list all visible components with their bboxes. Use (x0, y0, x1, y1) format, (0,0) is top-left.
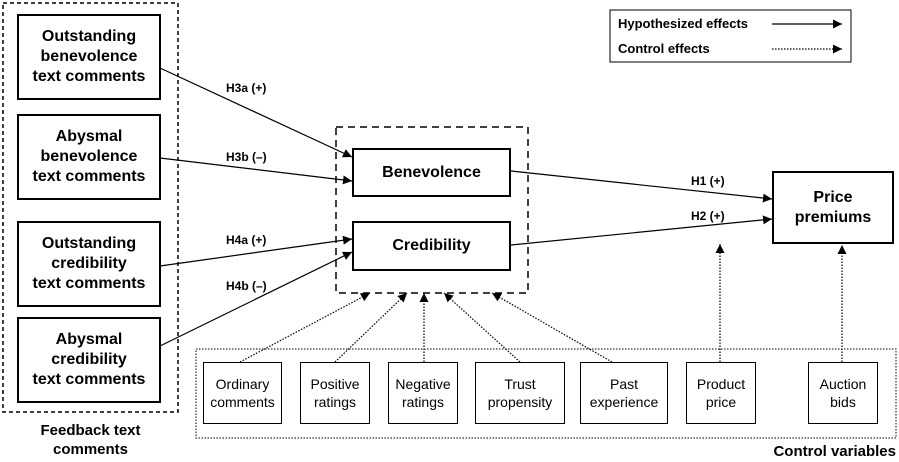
label-h3a: H3a (+) (226, 81, 267, 95)
arrow-h2 (510, 215, 773, 246)
arrow-h4b (159, 251, 353, 347)
control-arrow-positive (334, 292, 408, 363)
box-abysmal-benevolence: Abysmal benevolence text comments (17, 114, 161, 200)
box-outstanding-benevolence: Outstanding benevolence text comments (17, 14, 161, 100)
label-h4a: H4a (+) (226, 233, 267, 247)
arrow-h3a (159, 67, 353, 158)
arrow-h3b (159, 157, 353, 185)
label-h2: H2 (+) (691, 209, 725, 223)
control-ordinary-comments: Ordinary comments (203, 362, 282, 424)
control-arrow-past (491, 292, 613, 363)
legend-border (609, 9, 852, 63)
control-arrow-ordinary (239, 292, 371, 363)
box-price-premiums: Price premiums (772, 171, 894, 244)
legend-hypothesized-label: Hypothesized effects (618, 16, 749, 31)
control-negative-ratings: Negative ratings (388, 362, 458, 424)
box-credibility: Credibility (352, 221, 511, 271)
box-outstanding-credibility: Outstanding credibility text comments (17, 221, 161, 307)
box-benevolence: Benevolence (352, 148, 511, 197)
box-abysmal-credibility: Abysmal credibility text comments (17, 317, 161, 403)
control-positive-ratings: Positive ratings (300, 362, 370, 424)
feedback-group-border (2, 2, 179, 413)
controls-group-caption: Control variables (773, 443, 896, 460)
label-h1: H1 (+) (691, 174, 725, 188)
arrow-h4a (159, 235, 353, 267)
control-past-experience: Past experience (580, 362, 668, 424)
arrow-h1 (510, 170, 773, 203)
label-h4b: H4b (–) (226, 279, 267, 293)
controls-group-border (195, 348, 897, 439)
control-product-price: Product price (686, 362, 756, 424)
label-h3b: H3b (–) (226, 150, 267, 164)
mediator-group-border (335, 126, 529, 294)
legend-control-label: Control effects (618, 41, 710, 56)
control-arrow-trust (443, 292, 521, 363)
feedback-group-caption: Feedback text comments (40, 422, 141, 458)
control-auction-bids: Auction bids (808, 362, 878, 424)
control-trust-propensity: Trust propensity (475, 362, 565, 424)
